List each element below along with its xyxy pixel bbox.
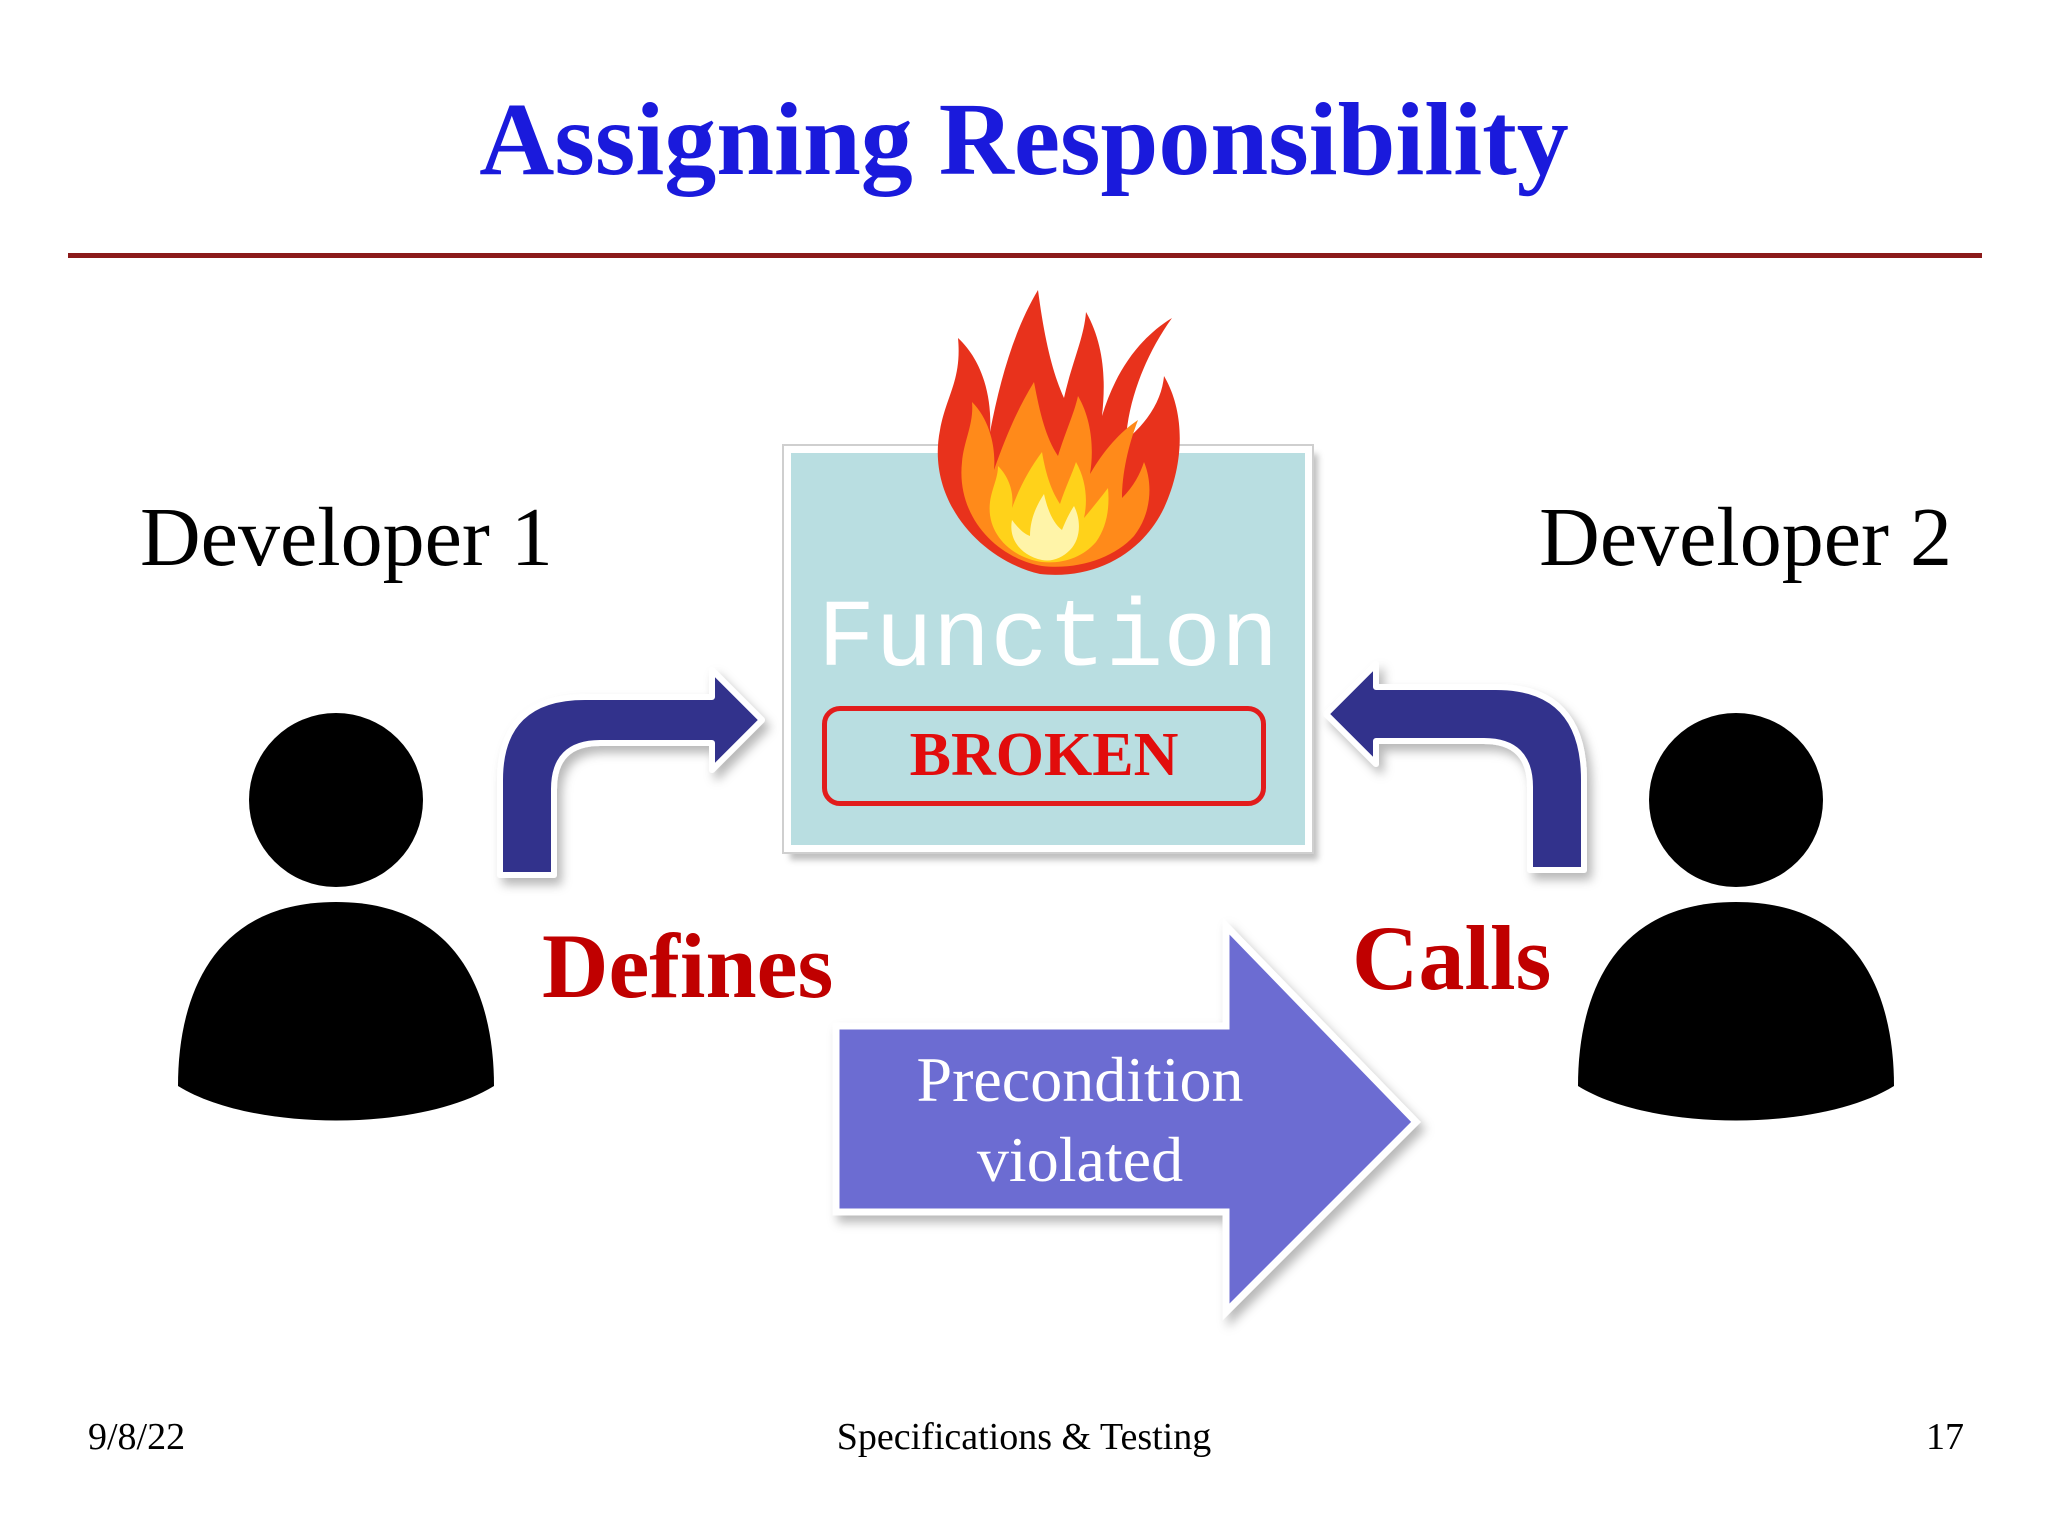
flame-icon	[937, 290, 1180, 575]
calls-label: Calls	[1352, 907, 1552, 1009]
precondition-line-1: Precondition	[916, 1044, 1244, 1115]
footer-date: 9/8/22	[88, 1416, 186, 1458]
developer-2-label: Developer 2	[1539, 491, 1952, 584]
broken-badge	[822, 706, 1266, 806]
developer-1-label: Developer 1	[140, 491, 553, 584]
title-divider	[68, 253, 1982, 258]
slide-title: Assigning Responsibility	[479, 82, 1569, 197]
precondition-block-arrow-icon	[832, 917, 1421, 1321]
footer-page-number: 17	[1926, 1416, 1964, 1458]
precondition-text: Precondition violated	[830, 1040, 1330, 1200]
developer-2-person-icon	[1578, 713, 1894, 1121]
broken-label: BROKEN	[909, 721, 1179, 789]
footer-course-title: Specifications & Testing	[836, 1416, 1212, 1458]
calls-curved-arrow-icon	[1323, 661, 1587, 873]
developer-1-person-icon	[178, 713, 494, 1121]
defines-label: Defines	[542, 915, 834, 1017]
defines-curved-arrow-icon	[497, 667, 765, 878]
function-label: Function	[817, 585, 1279, 694]
precondition-line-2: violated	[976, 1124, 1184, 1195]
